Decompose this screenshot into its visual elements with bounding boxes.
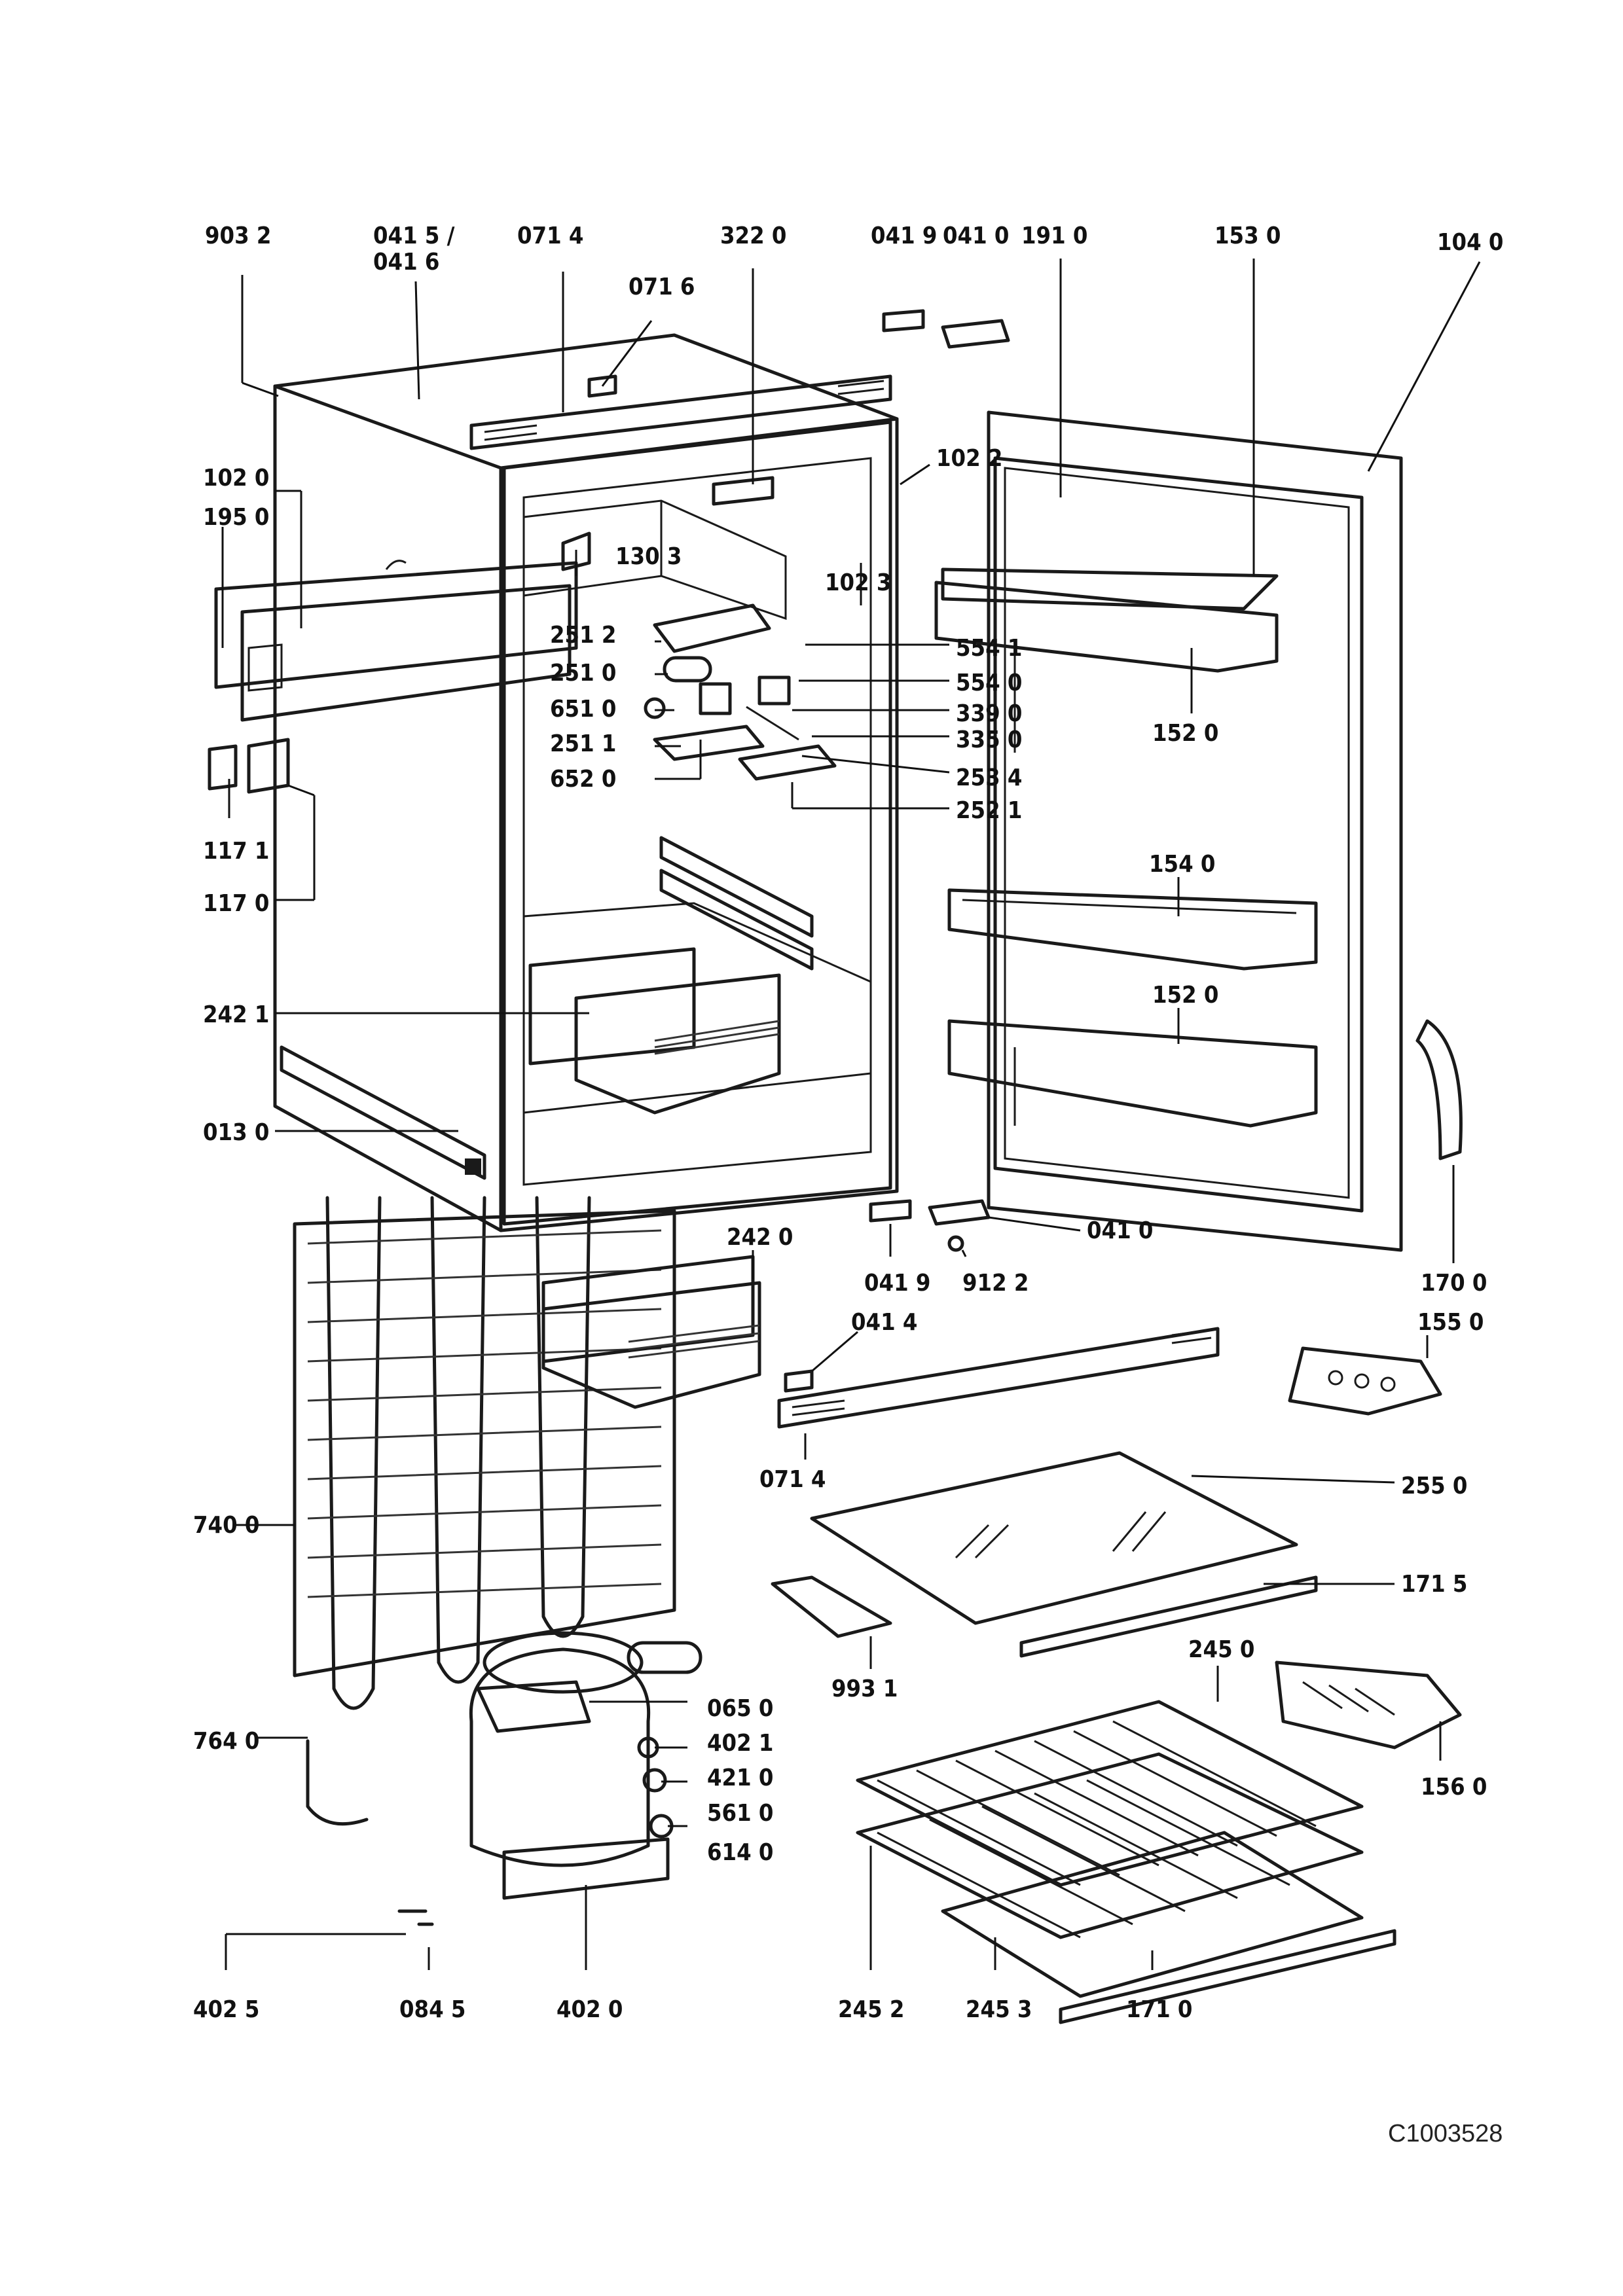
callout-041-5: 041 5 / [373,223,455,249]
callout-245-3: 245 3 [966,1996,1032,2023]
callout-993-1: 993 1 [831,1676,898,1702]
crisper-drawer-lower [541,1255,761,1409]
callout-117-0: 117 0 [203,890,269,917]
callout-labels: 903 2 041 5 / 041 6 071 4 071 6 322 0 04… [193,223,1503,2147]
callout-071-4-top: 071 4 [517,223,583,249]
document-id: C1003528 [1388,2120,1503,2147]
cabinet-body [273,333,899,1232]
callout-561-0: 561 0 [707,1800,773,1827]
callout-041-4: 041 4 [851,1309,917,1336]
glass-shelf [810,1451,1298,1625]
callout-013-0: 013 0 [203,1119,269,1146]
callout-154-0: 154 0 [1149,851,1215,878]
callout-242-0: 242 0 [727,1224,793,1251]
callout-255-0: 255 0 [1401,1473,1467,1499]
callout-554-1: 554 1 [956,635,1022,662]
callout-903-2: 903 2 [205,223,271,249]
callout-402-1: 402 1 [707,1730,773,1757]
callout-251-2: 251 2 [550,622,616,649]
callout-102-0: 102 0 [203,465,269,492]
callout-071-6: 071 6 [629,274,695,300]
crisper-drawer-upper [528,947,781,1115]
callout-421-0: 421 0 [707,1765,773,1791]
callout-339-0: 339 0 [956,700,1022,727]
lower-trim-rail [777,1327,1220,1429]
callout-245-2: 245 2 [838,1996,904,2023]
scraper-tool [771,1575,892,1638]
callout-764-0: 764 0 [193,1728,259,1755]
callout-912-2: 912 2 [962,1270,1029,1297]
callout-251-1: 251 1 [550,730,616,757]
control-panel-cover [214,560,578,722]
callout-152-0-lower: 152 0 [1152,982,1218,1009]
bottom-grille [280,1045,486,1180]
callout-153-0: 153 0 [1214,223,1281,249]
hinge-parts [587,309,1010,1393]
callout-084-5: 084 5 [399,1996,465,2023]
callout-740-0: 740 0 [193,1512,259,1539]
callout-242-1: 242 1 [203,1001,269,1028]
callout-245-0: 245 0 [1188,1636,1254,1663]
callout-102-2: 102 2 [936,445,1002,472]
callout-171-5: 171 5 [1401,1571,1467,1598]
wire-shelves [856,1700,1396,2024]
callout-041-6: 041 6 [373,249,439,276]
callout-156-0: 156 0 [1421,1774,1487,1801]
callout-041-0-top: 041 0 [943,223,1009,249]
callout-102-3: 102 3 [825,569,891,596]
callout-651-0: 651 0 [550,696,616,723]
callout-041-0-bottom: 041 0 [1087,1217,1153,1244]
callout-041-9-bottom: 041 9 [864,1270,930,1297]
callout-171-0: 171 0 [1126,1996,1192,2023]
callout-335-0: 335 0 [956,726,1022,753]
callout-554-0: 554 0 [956,670,1022,696]
callout-402-5: 402 5 [193,1996,259,2023]
callout-155-0: 155 0 [1417,1309,1484,1336]
callout-152-0-upper: 152 0 [1152,720,1218,747]
callout-041-9-top: 041 9 [871,223,937,249]
callout-191-0: 191 0 [1021,223,1087,249]
callout-065-0: 065 0 [707,1695,773,1722]
callout-071-4-bottom: 071 4 [759,1466,826,1493]
callout-614-0: 614 0 [707,1839,773,1866]
top-trim-rail [469,374,892,450]
compressor [469,1631,670,1900]
egg-tray [1288,1346,1442,1416]
ice-cube-tray [1275,1660,1462,1749]
callout-170-0: 170 0 [1421,1270,1487,1297]
callout-251-0: 251 0 [550,660,616,687]
callout-117-1: 117 1 [203,838,269,865]
door-assembly [934,410,1463,1252]
leader-lines [221,259,1481,1970]
callout-652-0: 652 0 [550,766,616,793]
callout-195-0: 195 0 [203,504,269,531]
callout-253-4: 253 4 [956,764,1022,791]
callout-104-0: 104 0 [1437,229,1503,256]
callout-322-0: 322 0 [720,223,786,249]
callout-402-0: 402 0 [556,1996,623,2023]
callout-252-1: 252 1 [956,797,1022,824]
glass-shelf-trim [1019,1575,1318,1658]
callout-130-3: 130 3 [615,543,682,570]
